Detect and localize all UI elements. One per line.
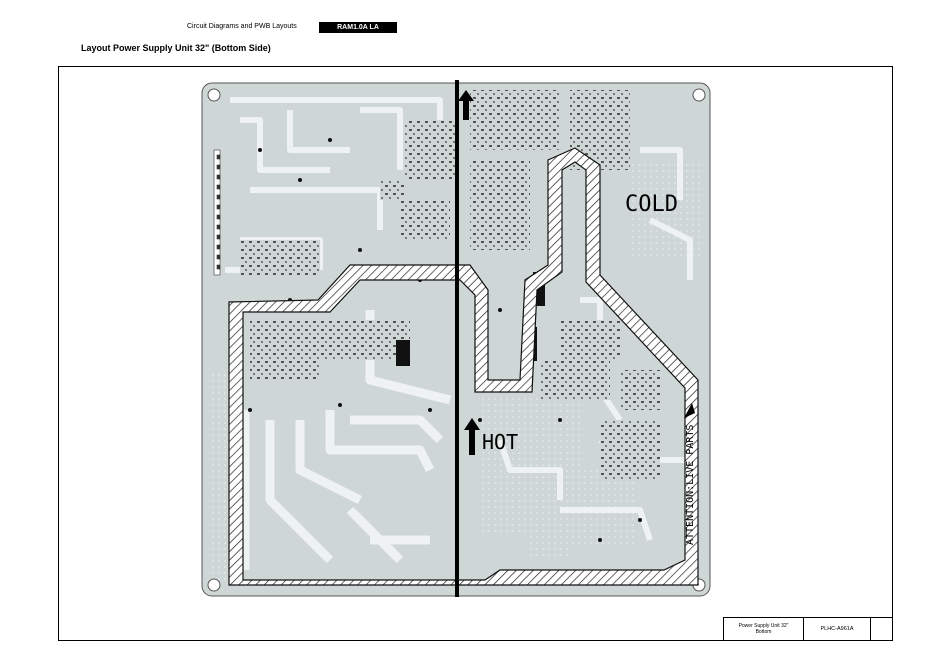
component-clusters bbox=[240, 90, 660, 480]
header-section-label: Circuit Diagrams and PWB Layouts bbox=[187, 23, 297, 30]
description-line-2: Bottom bbox=[755, 629, 772, 635]
pcb-board bbox=[201, 82, 711, 597]
attention-label: ATTENTION:LIVE PARTS bbox=[685, 425, 696, 545]
title-block: Power Supply Unit 32" Bottom PLHC-A961A bbox=[723, 617, 893, 641]
page-title: Layout Power Supply Unit 32" (Bottom Sid… bbox=[81, 43, 271, 53]
warning-triangle-icon bbox=[684, 403, 695, 418]
isolation-barrier bbox=[228, 147, 699, 586]
drawing-frame bbox=[58, 66, 893, 641]
title-block-description: Power Supply Unit 32" Bottom bbox=[724, 618, 804, 641]
model-badge: RAM1.0A LA bbox=[319, 22, 397, 33]
title-block-revision bbox=[871, 618, 893, 641]
cold-label: COLD bbox=[625, 192, 678, 217]
title-block-code: PLHC-A961A bbox=[804, 618, 871, 641]
up-arrow-icon bbox=[464, 418, 480, 455]
via-pads bbox=[248, 138, 642, 542]
up-arrow-icon bbox=[458, 90, 474, 120]
hot-label: HOT bbox=[482, 430, 518, 454]
description-line-1: Power Supply Unit 32" bbox=[738, 623, 789, 629]
connector-pins bbox=[213, 149, 221, 276]
